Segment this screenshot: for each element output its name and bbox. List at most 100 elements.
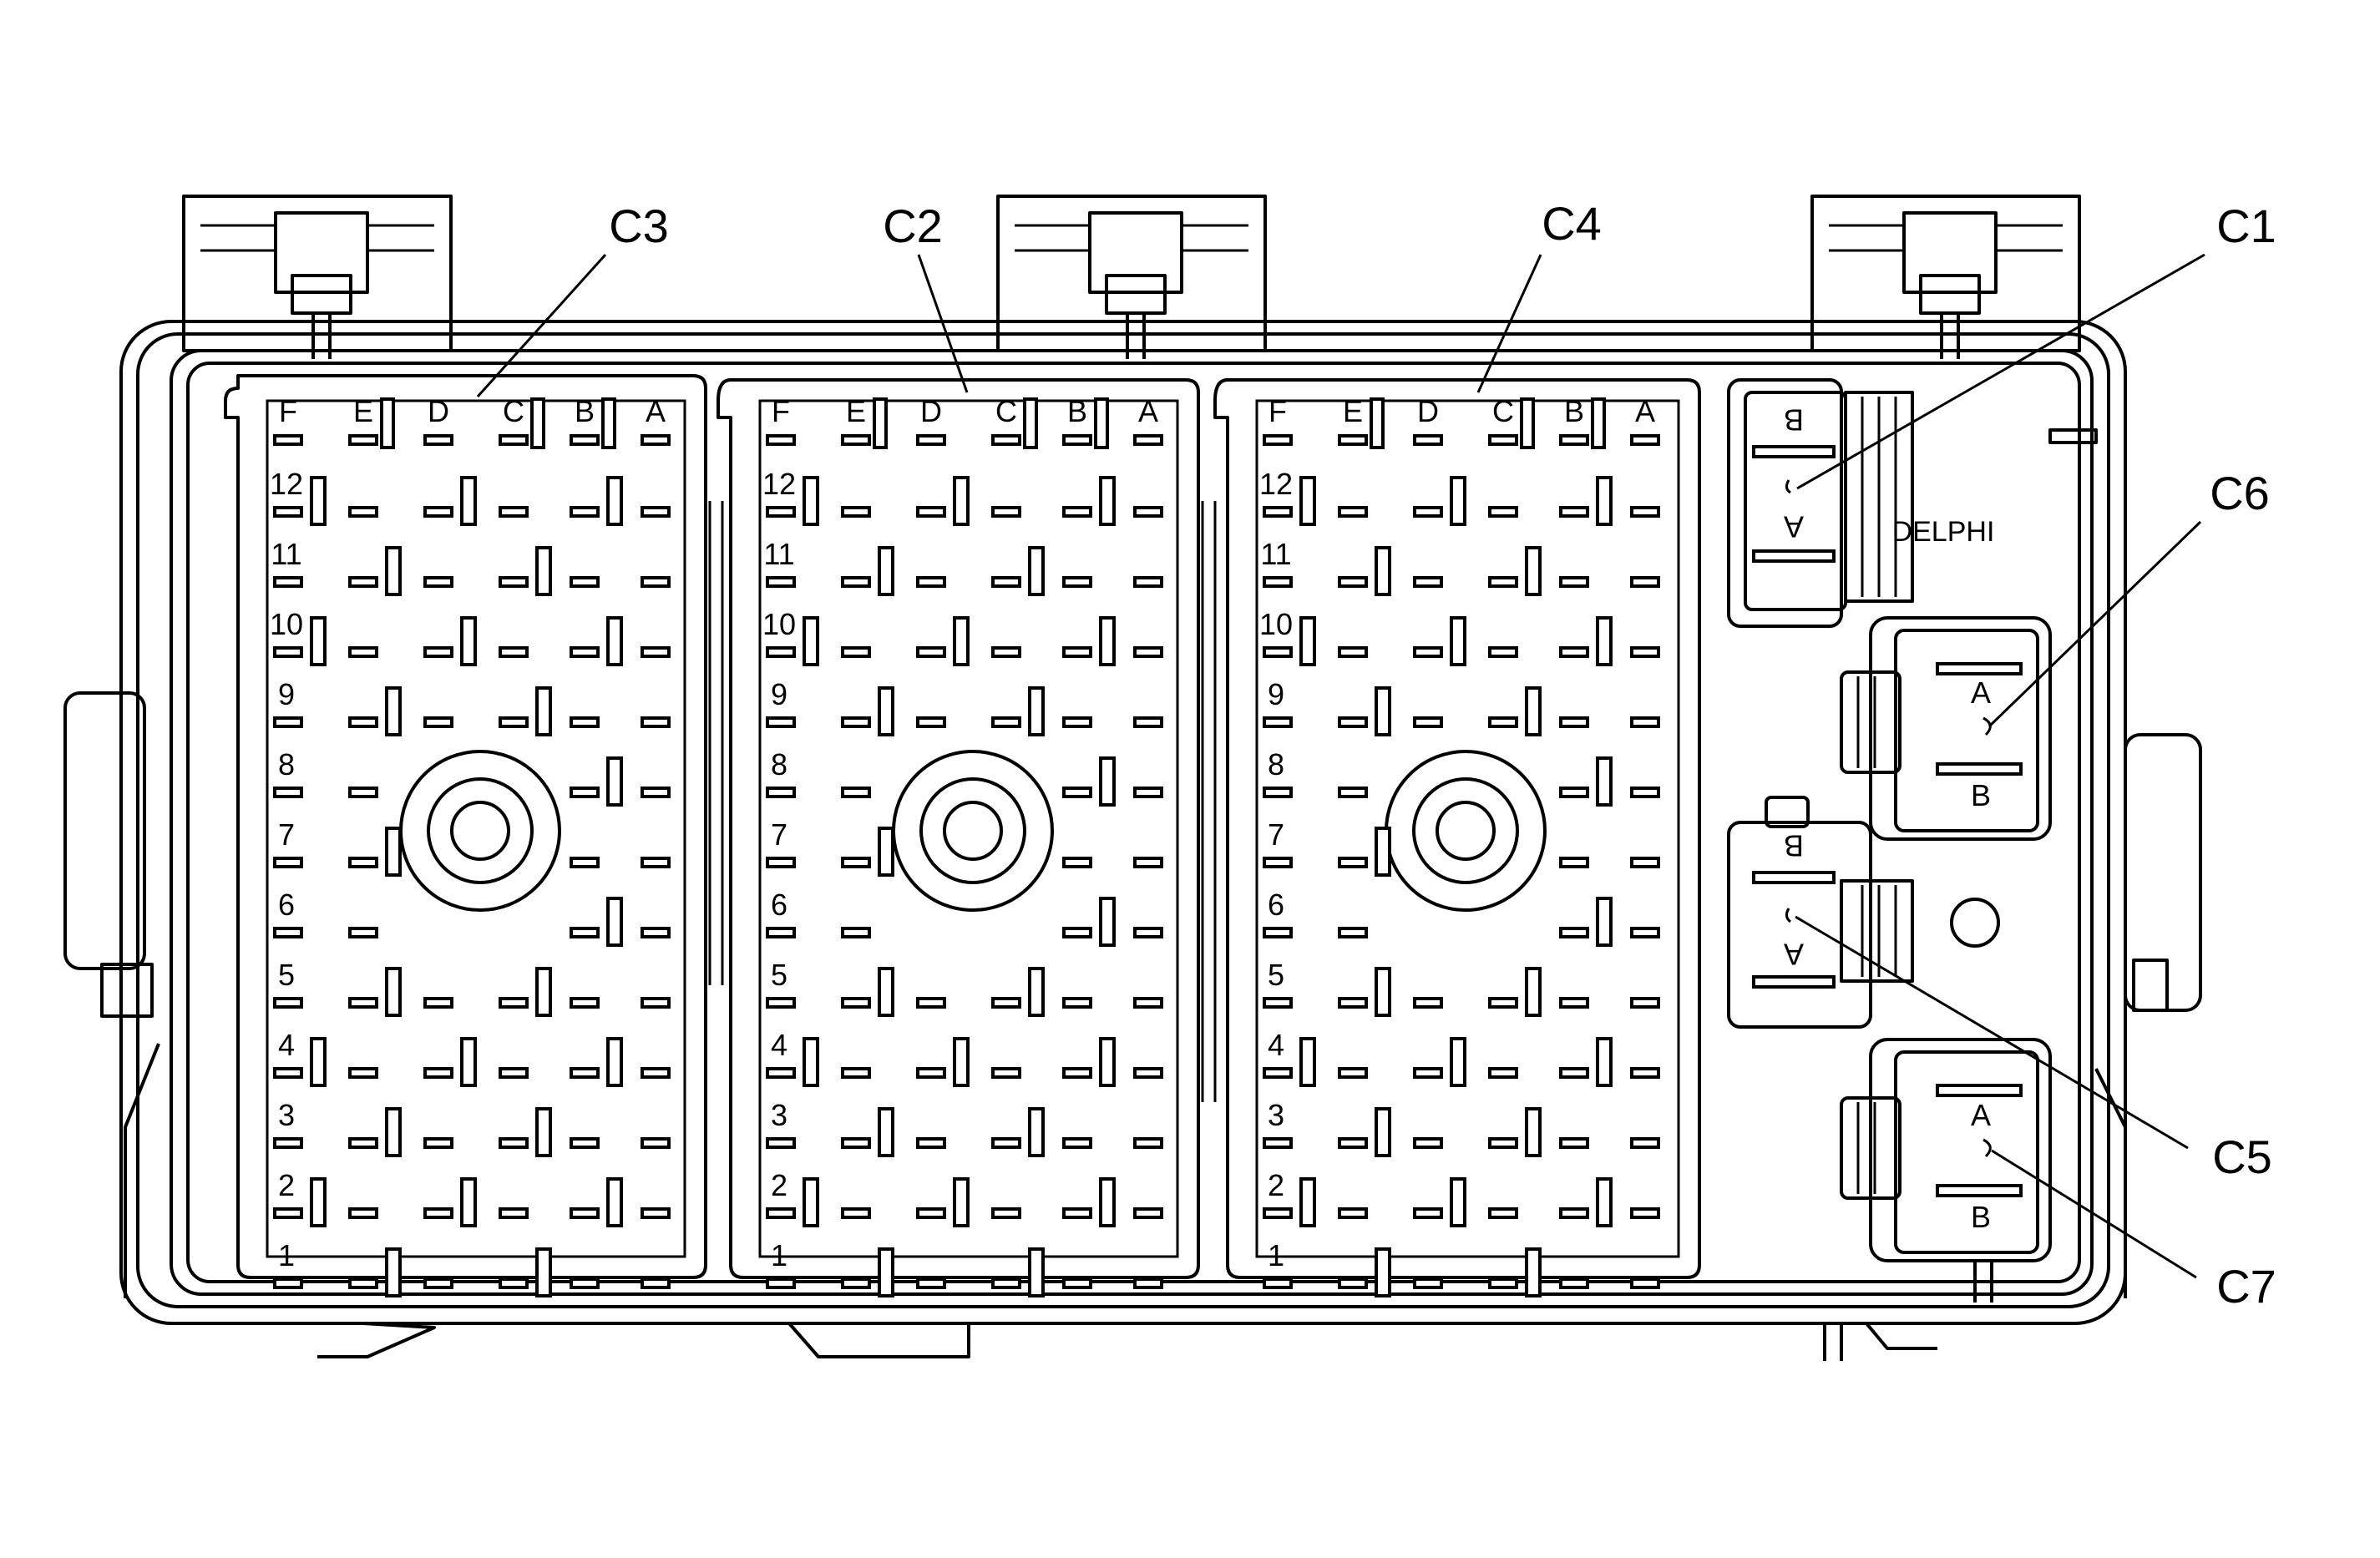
- terminal: [641, 1207, 671, 1219]
- terminal: [841, 646, 871, 658]
- terminal: [499, 1207, 529, 1219]
- row-label-7: 7: [771, 817, 787, 852]
- terminal: [1062, 646, 1092, 658]
- terminal: [499, 1277, 529, 1289]
- row-label-3: 3: [771, 1098, 787, 1132]
- terminal: [1338, 1277, 1368, 1289]
- terminal: [348, 716, 378, 728]
- terminal: [273, 1067, 303, 1079]
- row-label-10: 10: [270, 607, 303, 641]
- blade-terminal: [385, 827, 402, 877]
- column-label-b: B: [1067, 394, 1087, 428]
- terminal: [1263, 857, 1293, 868]
- terminal: [991, 997, 1021, 1009]
- terminal: [1338, 576, 1368, 588]
- terminal: [841, 1207, 871, 1219]
- terminal: [1133, 716, 1163, 728]
- header-terminal: [641, 434, 671, 446]
- row-label-5: 5: [278, 958, 295, 992]
- terminal: [841, 997, 871, 1009]
- row-label-11: 11: [271, 537, 301, 571]
- column-label-f: F: [772, 394, 790, 428]
- column-label-d: D: [428, 394, 449, 428]
- housing: [63, 195, 2202, 1361]
- blade-terminal: [1299, 616, 1316, 666]
- row-label-4: 4: [1268, 1028, 1284, 1062]
- terminal: [348, 927, 378, 938]
- terminal: [766, 646, 796, 658]
- terminal: [641, 716, 671, 728]
- terminal: [1488, 646, 1518, 658]
- terminal: [348, 1137, 378, 1149]
- header-terminal-vertical: [873, 397, 888, 449]
- terminal: [570, 997, 600, 1009]
- blade-terminal: [1099, 756, 1116, 807]
- terminal: [423, 1137, 453, 1149]
- terminal: [916, 1137, 946, 1149]
- row-label-7: 7: [1268, 817, 1284, 852]
- terminal: [1413, 646, 1443, 658]
- terminal: [641, 927, 671, 938]
- row-label-10: 10: [762, 607, 796, 641]
- blade-terminal: [878, 546, 894, 596]
- blade-terminal: [1525, 1107, 1542, 1157]
- terminal: [1133, 646, 1163, 658]
- right-mount-ear: [2094, 733, 2202, 1298]
- blade-terminal: [535, 967, 552, 1017]
- terminal: [348, 1277, 378, 1289]
- terminal: [1630, 787, 1660, 798]
- blade-terminal: [878, 967, 894, 1017]
- terminal: [423, 646, 453, 658]
- blade-terminal: [953, 1037, 970, 1087]
- terminal: [1263, 787, 1293, 798]
- blade-terminal: [1099, 1177, 1116, 1227]
- connector-c1: B A: [1727, 378, 1914, 628]
- terminal: [916, 646, 946, 658]
- blade-terminal: [310, 616, 327, 666]
- blade-terminal: [1525, 1247, 1542, 1297]
- terminal: [348, 646, 378, 658]
- blade-terminal: [535, 1247, 552, 1297]
- column-label-a: A: [1635, 394, 1655, 428]
- blade-terminal: [535, 1107, 552, 1157]
- header-terminal: [841, 434, 871, 446]
- terminal: [1338, 506, 1368, 518]
- terminal: [1559, 506, 1589, 518]
- terminal: [570, 927, 600, 938]
- row-label-1: 1: [278, 1238, 295, 1272]
- blade-terminal: [1596, 476, 1613, 526]
- terminal: [841, 787, 871, 798]
- callout-labels: C3 C2 C4 C1 C6 C5 C7: [609, 197, 2276, 1313]
- terminal: [1338, 1067, 1368, 1079]
- column-label-d: D: [920, 394, 942, 428]
- terminal: [348, 1207, 378, 1219]
- terminal: [499, 506, 529, 518]
- blade-terminal: [1028, 1107, 1045, 1157]
- top-latch-middle: [996, 195, 1267, 359]
- terminal: [1630, 716, 1660, 728]
- terminal: [1559, 1067, 1589, 1079]
- connector-c7: A B: [1840, 1038, 2052, 1303]
- blade-terminal: [1596, 1037, 1613, 1087]
- terminal: [1413, 1067, 1443, 1079]
- c6-pin-top-label: A: [1971, 675, 1991, 710]
- terminal: [991, 1137, 1021, 1149]
- callout-leaders: [476, 253, 2205, 1279]
- left-mount-ear: [63, 691, 160, 1298]
- blade-terminal: [460, 1037, 477, 1087]
- blade-terminal: [310, 1177, 327, 1227]
- header-terminal: [1263, 434, 1293, 446]
- row-label-5: 5: [1268, 958, 1284, 992]
- terminal: [499, 716, 529, 728]
- terminal: [1133, 1067, 1163, 1079]
- connector-c6: A B: [1840, 616, 2052, 841]
- terminal: [1263, 1137, 1293, 1149]
- blade-terminal: [1375, 1247, 1391, 1297]
- terminal: [423, 1207, 453, 1219]
- terminal: [766, 506, 796, 518]
- terminal: [348, 997, 378, 1009]
- blade-terminal: [953, 476, 970, 526]
- terminal: [423, 716, 453, 728]
